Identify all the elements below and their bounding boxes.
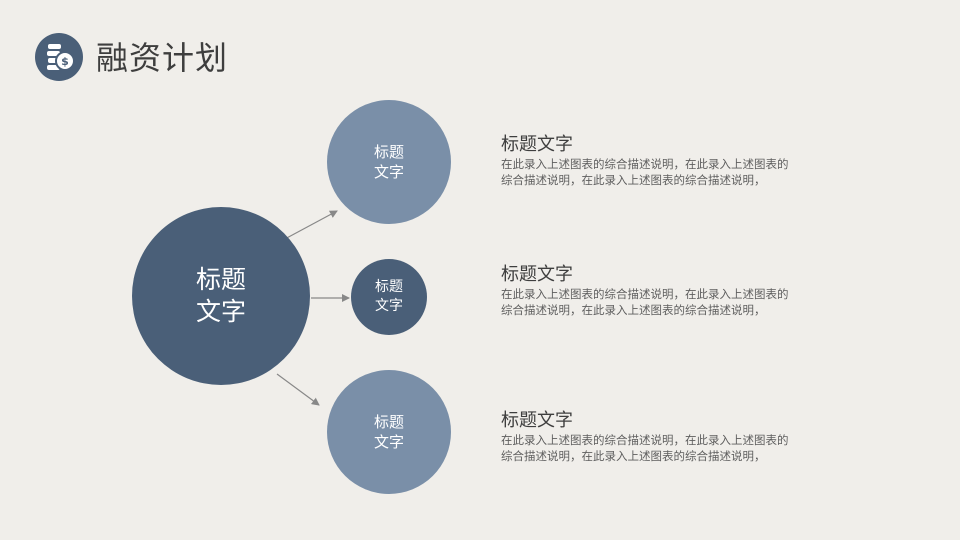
bottom-node-label: 标题 文字 — [373, 413, 404, 451]
text-block-desc-line2: 综合描述说明，在此录入上述图表的综合描述说明， — [501, 173, 766, 187]
middle-node: 标题 文字 — [351, 259, 427, 335]
text-block-title: 标题文字 — [501, 264, 573, 285]
text-block-desc-line2: 综合描述说明，在此录入上述图表的综合描述说明， — [501, 303, 766, 317]
text-block-3: 标题文字 在此录入上述图表的综合描述说明，在此录入上述图表的 综合描述说明，在此… — [501, 410, 861, 464]
text-block-1: 标题文字 在此录入上述图表的综合描述说明，在此录入上述图表的 综合描述说明，在此… — [501, 134, 861, 188]
text-block-desc-line1: 在此录入上述图表的综合描述说明，在此录入上述图表的 — [501, 157, 789, 171]
top-node: 标题 文字 — [327, 100, 451, 224]
arrow-to-bottom-node — [276, 373, 320, 406]
middle-node-label: 标题 文字 — [375, 279, 403, 314]
text-block-2: 标题文字 在此录入上述图表的综合描述说明，在此录入上述图表的 综合描述说明，在此… — [501, 264, 861, 318]
arrow-to-top-node — [282, 210, 338, 241]
coins-dollar-icon: $ — [35, 33, 83, 81]
page-title: 融资计划 — [96, 39, 229, 77]
text-block-desc-line2: 综合描述说明，在此录入上述图表的综合描述说明， — [501, 449, 766, 463]
bottom-node: 标题 文字 — [327, 370, 451, 494]
svg-text:$: $ — [61, 55, 69, 68]
center-node: 标题 文字 — [132, 207, 310, 385]
text-block-title: 标题文字 — [501, 410, 573, 431]
text-block-title: 标题文字 — [501, 134, 573, 155]
text-block-desc-line1: 在此录入上述图表的综合描述说明，在此录入上述图表的 — [501, 287, 789, 301]
text-block-desc-line1: 在此录入上述图表的综合描述说明，在此录入上述图表的 — [501, 433, 789, 447]
top-node-label: 标题 文字 — [373, 143, 404, 181]
center-node-label: 标题 文字 — [195, 265, 246, 326]
